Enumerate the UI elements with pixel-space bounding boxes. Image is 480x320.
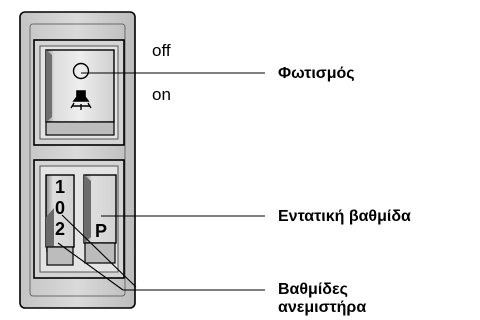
fan-levels-callout-line1: Βαθμίδες [278,281,348,298]
fan-levels-callout-line2: ανεμιστήρα [278,299,367,316]
lamp-icon [70,90,92,110]
light-rocker-switch[interactable] [45,49,115,136]
boost-key[interactable] [83,174,117,264]
on-label: on [152,85,171,104]
off-label: off [152,41,171,60]
off-indicator-circle [72,62,90,80]
speed-digit-0: 0 [54,198,65,218]
intensive-level-callout: Εντατική βαθμίδα [278,208,411,225]
speed-digit-1: 1 [54,177,65,197]
fan-speed-key[interactable] [45,174,75,266]
fan-levels-leader-line-a [61,214,137,288]
speed-digit-2: 2 [54,219,65,239]
lighting-callout: Φωτισμός [278,65,355,82]
boost-key-label: P [94,221,107,241]
fan-levels-leader-line-b [57,242,124,291]
